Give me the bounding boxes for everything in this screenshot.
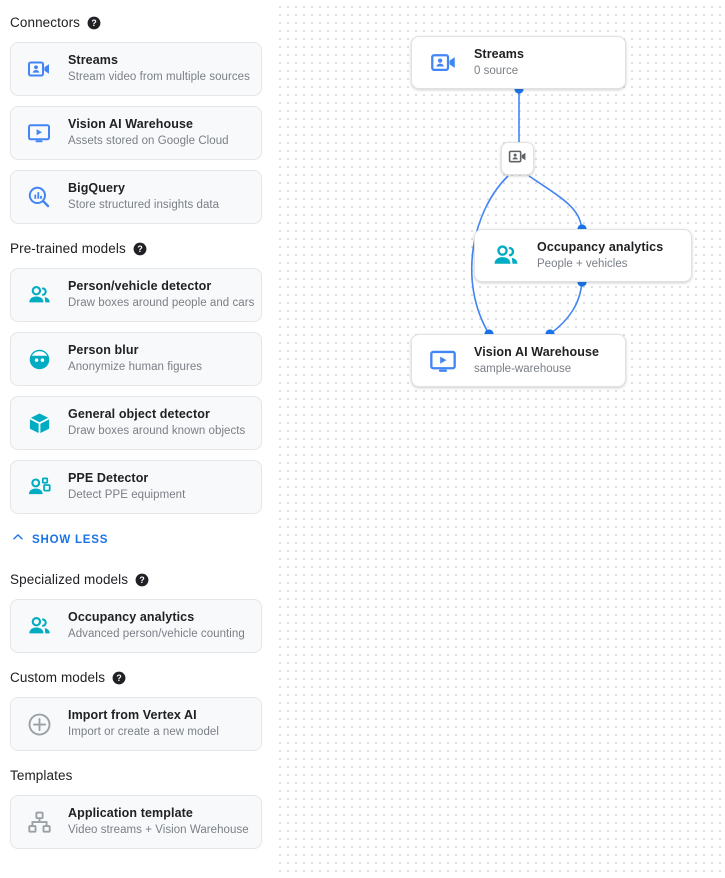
section-header-pre-trained-models: Pre-trained models ?	[0, 238, 273, 260]
people-icon	[26, 282, 52, 308]
card-title: Application template	[68, 806, 193, 820]
card-subtitle: Assets stored on Google Cloud	[68, 135, 229, 147]
canvas-node-vision-ai-warehouse[interactable]: Vision AI Warehouse sample-warehouse	[411, 334, 626, 387]
hierarchy-icon	[26, 809, 52, 835]
card-subtitle: Detect PPE equipment	[68, 489, 186, 501]
component-card-occupancy-analytics[interactable]: Occupancy analytics Advanced person/vehi…	[10, 599, 262, 653]
card-title: Vision AI Warehouse	[68, 117, 194, 131]
help-icon[interactable]: ?	[87, 16, 101, 30]
card-subtitle: Store structured insights data	[68, 199, 220, 211]
node-title: Streams	[474, 47, 525, 61]
section-header-specialized-models: Specialized models ?	[0, 569, 273, 591]
section-header-templates: Templates	[0, 765, 273, 787]
node-subtitle: 0 source	[474, 65, 519, 77]
help-icon[interactable]: ?	[135, 573, 149, 587]
chevron-up-icon	[11, 530, 25, 549]
magnifier-barchart-icon	[26, 184, 52, 210]
component-card-general-object-detector[interactable]: General object detector Draw boxes aroun…	[10, 396, 262, 450]
video-camera-person-icon	[508, 147, 527, 171]
component-card-streams[interactable]: Streams Stream video from multiple sourc…	[10, 42, 262, 96]
card-title: Occupancy analytics	[68, 610, 195, 624]
node-subtitle: People + vehicles	[537, 258, 628, 270]
people-icon	[26, 613, 52, 639]
face-circle-icon	[26, 346, 52, 372]
component-card-import-from-vertex-ai[interactable]: Import from Vertex AI Import or create a…	[10, 697, 262, 751]
component-card-vision-ai-warehouse[interactable]: Vision AI Warehouse Assets stored on Goo…	[10, 106, 262, 160]
card-subtitle: Anonymize human figures	[68, 361, 203, 373]
section-header-custom-models: Custom models ?	[0, 667, 273, 689]
pipeline-canvas[interactable]: Streams 0 source	[273, 0, 725, 878]
card-subtitle: Draw boxes around people and cars	[68, 297, 255, 309]
svg-text:?: ?	[137, 244, 142, 254]
section-title: Templates	[10, 768, 73, 783]
card-subtitle: Stream video from multiple sources	[68, 71, 250, 83]
card-title: PPE Detector	[68, 471, 149, 485]
video-camera-person-icon	[26, 56, 52, 82]
card-title: Streams	[68, 53, 119, 67]
component-card-application-template[interactable]: Application template Video streams + Vis…	[10, 795, 262, 849]
canvas-node-occupancy-analytics[interactable]: Occupancy analytics People + vehicles	[474, 229, 692, 282]
people-icon	[491, 241, 521, 271]
component-card-person-vehicle-detector[interactable]: Person/vehicle detector Draw boxes aroun…	[10, 268, 262, 322]
monitor-play-icon	[428, 346, 458, 376]
component-card-bigquery[interactable]: BigQuery Store structured insights data	[10, 170, 262, 224]
card-subtitle: Advanced person/vehicle counting	[68, 628, 245, 640]
section-title: Connectors	[10, 15, 81, 30]
svg-text:?: ?	[116, 673, 121, 683]
cube-icon	[26, 410, 52, 436]
card-title: Import from Vertex AI	[68, 708, 197, 722]
canvas-node-stream-hub[interactable]	[501, 142, 534, 175]
card-title: BigQuery	[68, 181, 126, 195]
monitor-play-icon	[26, 120, 52, 146]
help-icon[interactable]: ?	[133, 242, 147, 256]
svg-text:?: ?	[139, 575, 144, 585]
section-title: Custom models	[10, 670, 106, 685]
component-card-ppe-detector[interactable]: PPE Detector Detect PPE equipment	[10, 460, 262, 514]
section-title: Specialized models	[10, 572, 129, 587]
person-ppe-icon	[26, 474, 52, 500]
card-title: General object detector	[68, 407, 210, 421]
node-title: Vision AI Warehouse	[474, 345, 600, 359]
show-less-button[interactable]: SHOW LESS	[0, 524, 273, 555]
node-subtitle: sample-warehouse	[474, 363, 572, 375]
node-title: Occupancy analytics	[537, 240, 664, 254]
component-card-person-blur[interactable]: Person blur Anonymize human figures	[10, 332, 262, 386]
card-subtitle: Import or create a new model	[68, 726, 219, 738]
plus-circle-icon	[26, 711, 52, 737]
video-camera-person-icon	[428, 48, 458, 78]
section-header-connectors: Connectors ?	[0, 12, 273, 34]
component-sidebar: Connectors ? Streams Stream video from m…	[0, 0, 273, 878]
canvas-node-streams[interactable]: Streams 0 source	[411, 36, 626, 89]
card-subtitle: Draw boxes around known objects	[68, 425, 246, 437]
section-title: Pre-trained models	[10, 241, 126, 256]
card-title: Person blur	[68, 343, 139, 357]
card-subtitle: Video streams + Vision Warehouse	[68, 824, 249, 836]
help-icon[interactable]: ?	[112, 671, 126, 685]
show-less-label: SHOW LESS	[32, 533, 109, 546]
pipeline-edges	[470, 84, 587, 339]
svg-text:?: ?	[91, 18, 96, 28]
card-title: Person/vehicle detector	[68, 279, 212, 293]
